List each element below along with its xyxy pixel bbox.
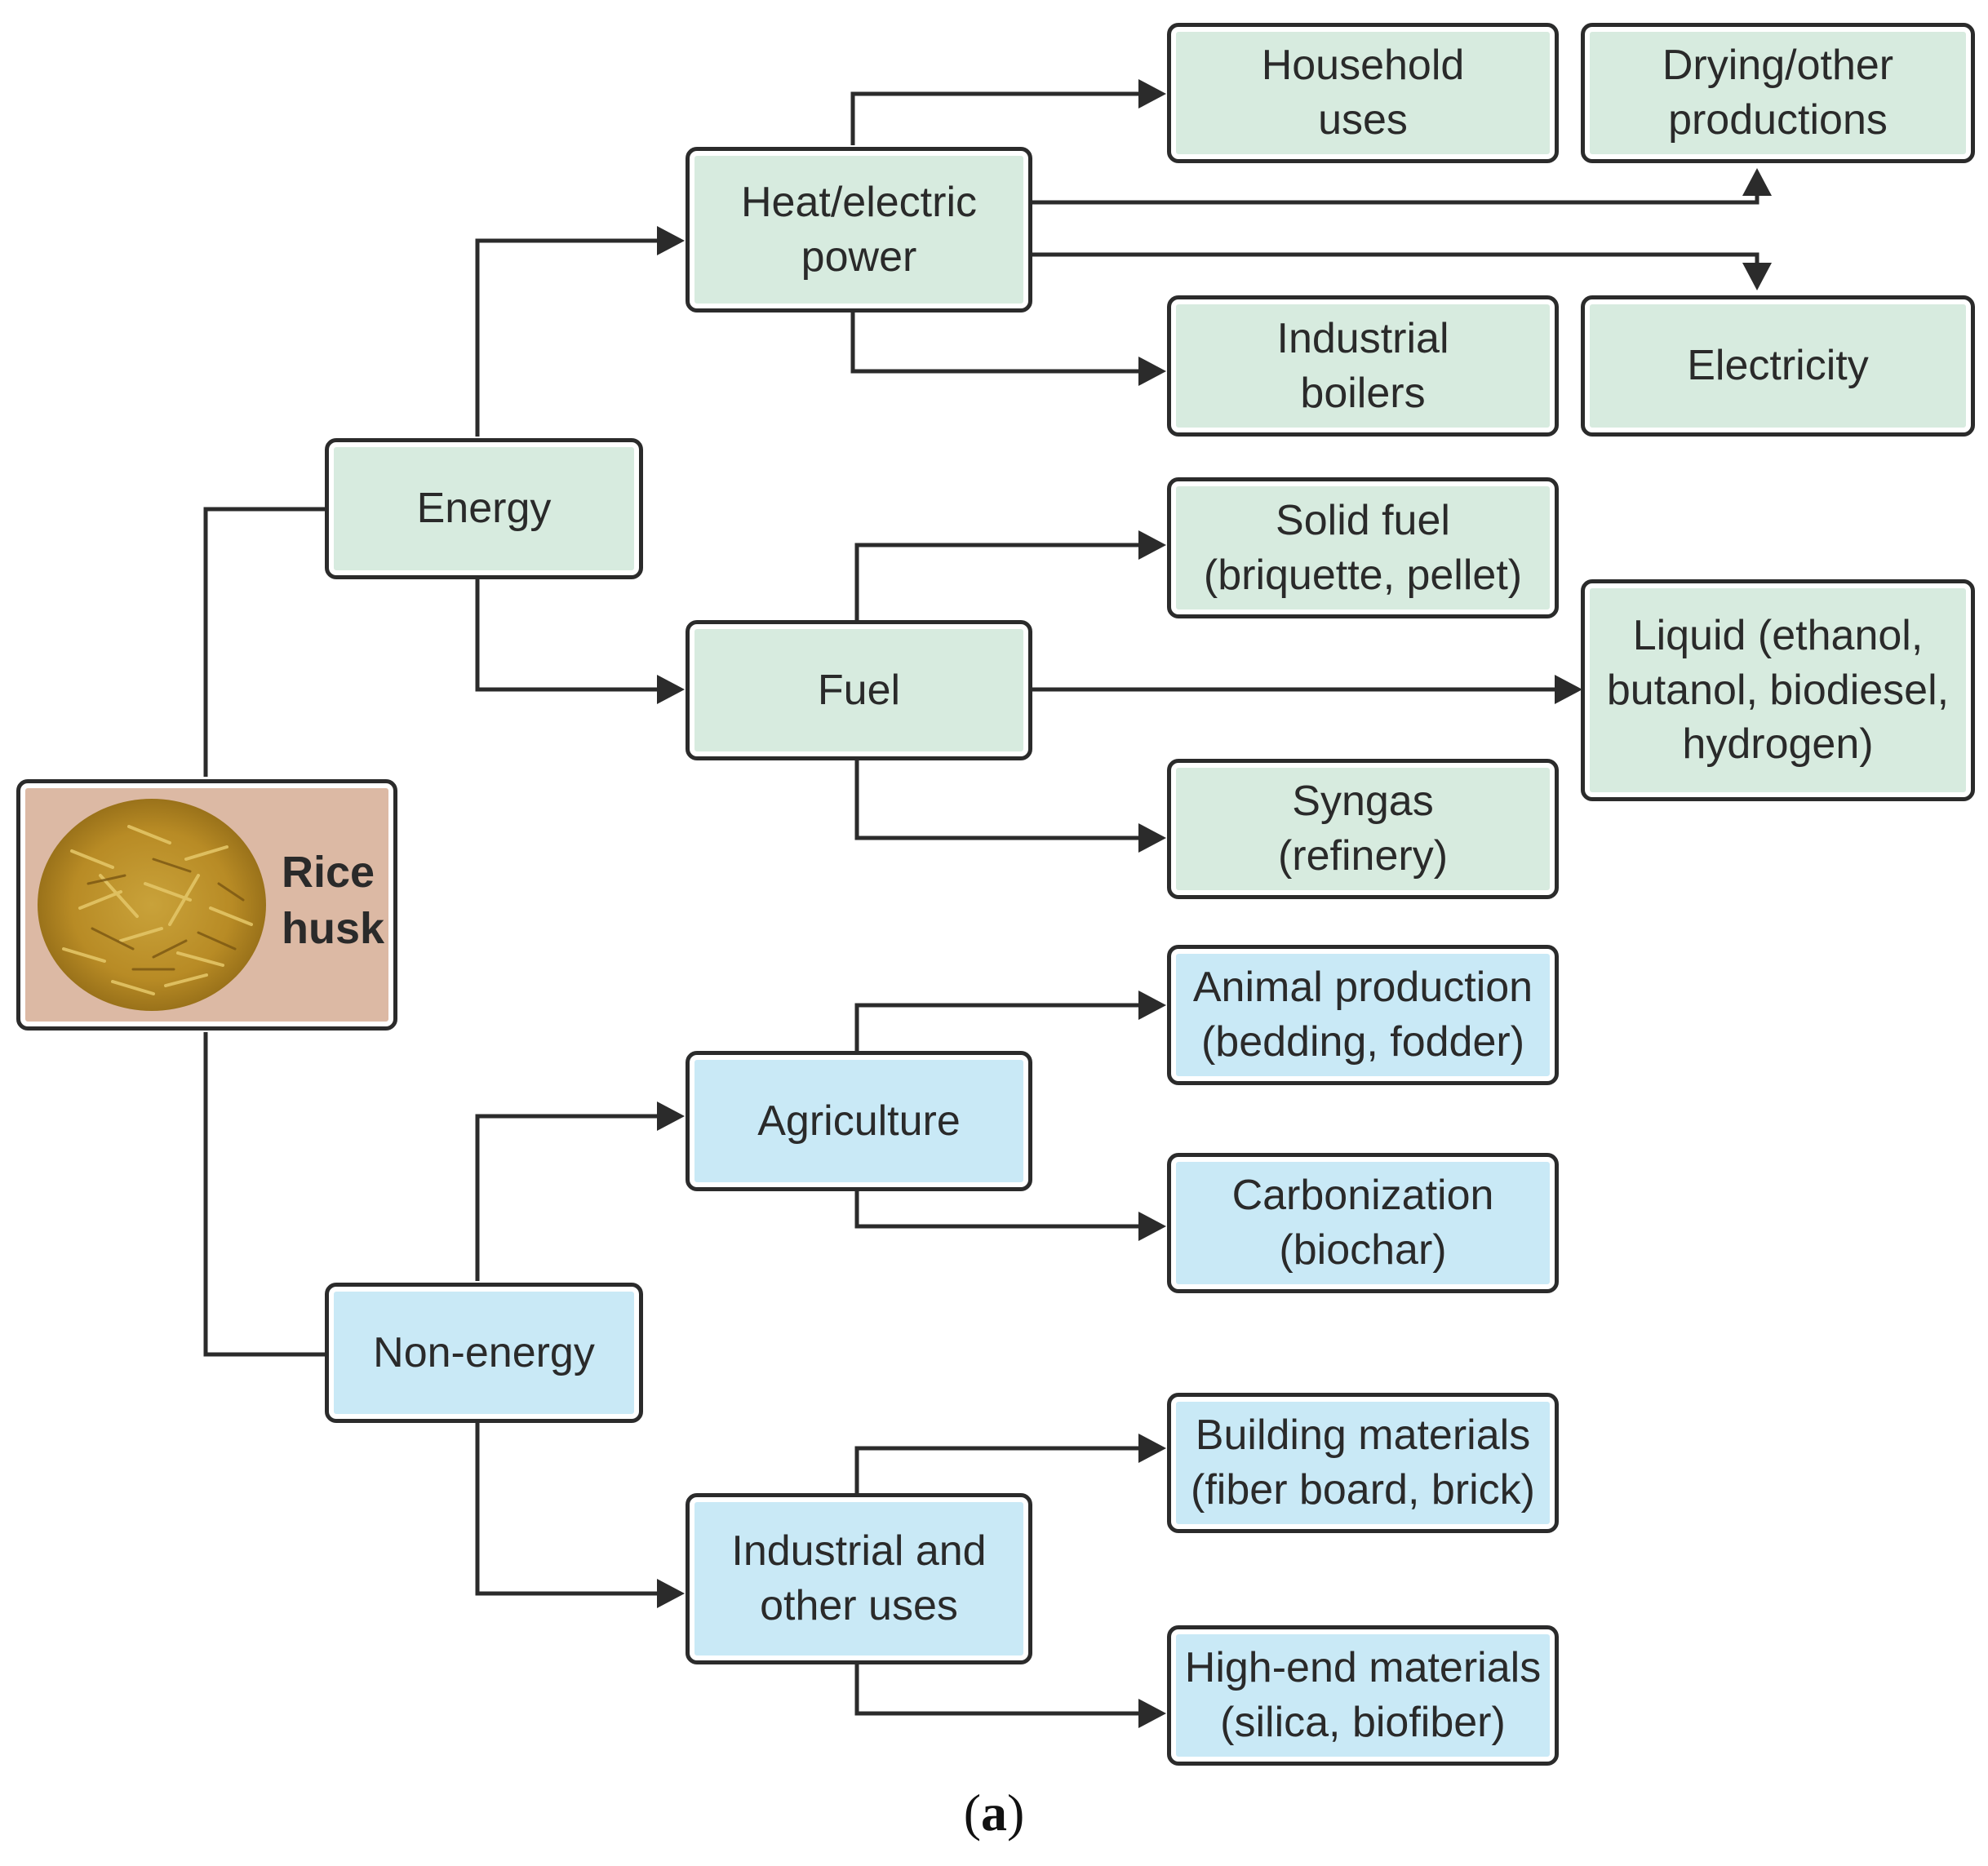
household-uses-node: Household uses	[1167, 23, 1559, 163]
heat-electric-power-node: Heat/electric power	[686, 147, 1032, 312]
rice-husk-label: Rice husk	[282, 848, 385, 954]
animal-production-node: Animal production (bedding, fodder)	[1167, 945, 1559, 1085]
rice-husk-pile-image	[38, 799, 266, 1011]
syngas-node: Syngas (refinery)	[1167, 759, 1559, 899]
industrial-boilers-node: Industrial boilers	[1167, 295, 1559, 437]
industrial-other-uses-node: Industrial and other uses	[686, 1493, 1032, 1664]
building-materials-node: Building materials (fiber board, brick)	[1167, 1393, 1559, 1533]
connector-root-nonenergy	[203, 1032, 325, 1357]
connector-industrial-highend	[854, 1664, 1138, 1716]
electricity-node: Electricity	[1581, 295, 1975, 437]
connector-energy-heat	[475, 238, 657, 437]
connector-agri-animal	[854, 1003, 1138, 1051]
fuel-node: Fuel	[686, 620, 1032, 760]
connector-fuel-syngas	[854, 760, 1138, 840]
connector-industrial-building	[854, 1446, 1138, 1493]
figure-caption: (a)	[963, 1784, 1025, 1842]
liquid-fuel-node: Liquid (ethanol, butanol, biodiesel, hyd…	[1581, 579, 1975, 801]
connector-fuel-solid	[854, 543, 1138, 620]
non-energy-node: Non-energy	[325, 1283, 643, 1423]
agriculture-node: Agriculture	[686, 1051, 1032, 1191]
energy-node: Energy	[325, 438, 643, 579]
solid-fuel-node: Solid fuel (briquette, pellet)	[1167, 477, 1559, 618]
connector-energy-fuel	[475, 579, 657, 692]
connector-nonenergy-agri	[475, 1114, 657, 1281]
caption-letter: a	[981, 1784, 1007, 1842]
connector-heat-boilers	[850, 312, 1138, 374]
connector-heat-household	[850, 91, 1138, 145]
drying-other-productions-node: Drying/other productions	[1581, 23, 1975, 163]
connector-agri-carbon	[854, 1191, 1138, 1229]
carbonization-node: Carbonization (biochar)	[1167, 1153, 1559, 1293]
connector-heat-drying	[1030, 183, 1759, 205]
connector-heat-electricity	[1030, 252, 1759, 271]
connector-root-energy	[203, 507, 325, 777]
high-end-materials-node: High-end materials (silica, biofiber)	[1167, 1625, 1559, 1766]
connector-nonenergy-industrial	[475, 1421, 657, 1596]
